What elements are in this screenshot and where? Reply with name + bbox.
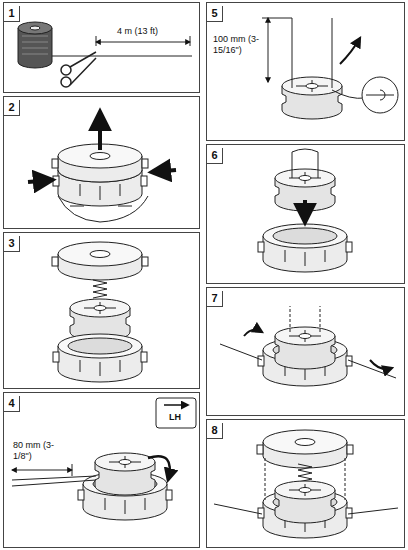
step-number: 8: [207, 423, 223, 439]
step-panel: 5: [206, 2, 405, 141]
trimmer-line: [52, 56, 192, 57]
spool-in-base: [258, 327, 352, 386]
trimmer-line: [12, 476, 96, 486]
step-number: 6: [207, 148, 223, 164]
dimension-label: 80 mm (3-1/8"): [12, 440, 62, 462]
step-panel: 8: [206, 419, 405, 548]
hand: [58, 196, 148, 222]
dimension-line: [262, 18, 292, 82]
step-number: 3: [4, 236, 20, 252]
spool-and-base: [258, 169, 352, 272]
step-panel: 1: [3, 2, 200, 93]
trimmer-line: [214, 504, 398, 514]
step-panel: 7: [206, 287, 405, 416]
pull-arrow: [98, 112, 102, 150]
step-number: 7: [207, 291, 223, 307]
exploded-head: [52, 242, 148, 382]
step-number: 4: [4, 396, 20, 412]
step-number: 5: [207, 6, 223, 22]
direction-inset: [156, 398, 196, 428]
trimmer-line: [220, 344, 396, 378]
dimension-line: [12, 464, 72, 476]
spool-in-base: [78, 453, 172, 520]
trimmer-head: [52, 144, 148, 206]
trimmer-line: [290, 306, 320, 332]
step-number: 2: [4, 100, 20, 116]
move-arrow: [340, 38, 360, 64]
dimension-label: 4 m (13 ft): [116, 26, 159, 37]
pull-arrow: [244, 330, 262, 336]
trimmer-line: [292, 149, 318, 178]
detail-circle: [362, 77, 398, 113]
step-number: 1: [4, 6, 20, 22]
press-arrow: [28, 180, 52, 182]
spool: [282, 77, 342, 119]
scissors: [61, 52, 96, 87]
pull-arrow: [370, 360, 392, 369]
insert-arrow: [303, 200, 307, 222]
alignment-line: [265, 458, 345, 500]
wind-arrow: [148, 456, 170, 480]
press-arrow: [152, 170, 176, 172]
dimension-label: 100 mm (3-15/16"): [212, 34, 264, 56]
trimmer-line: [292, 18, 365, 98]
direction-label: LH: [168, 412, 182, 423]
dimension-line: [96, 36, 190, 46]
step-panel: 3: [3, 232, 200, 389]
line-spool: [18, 22, 52, 68]
step-panel: 6: [206, 144, 405, 284]
step-panel: 2: [3, 96, 200, 229]
detail-line: [366, 90, 394, 100]
assembly: [257, 430, 353, 538]
